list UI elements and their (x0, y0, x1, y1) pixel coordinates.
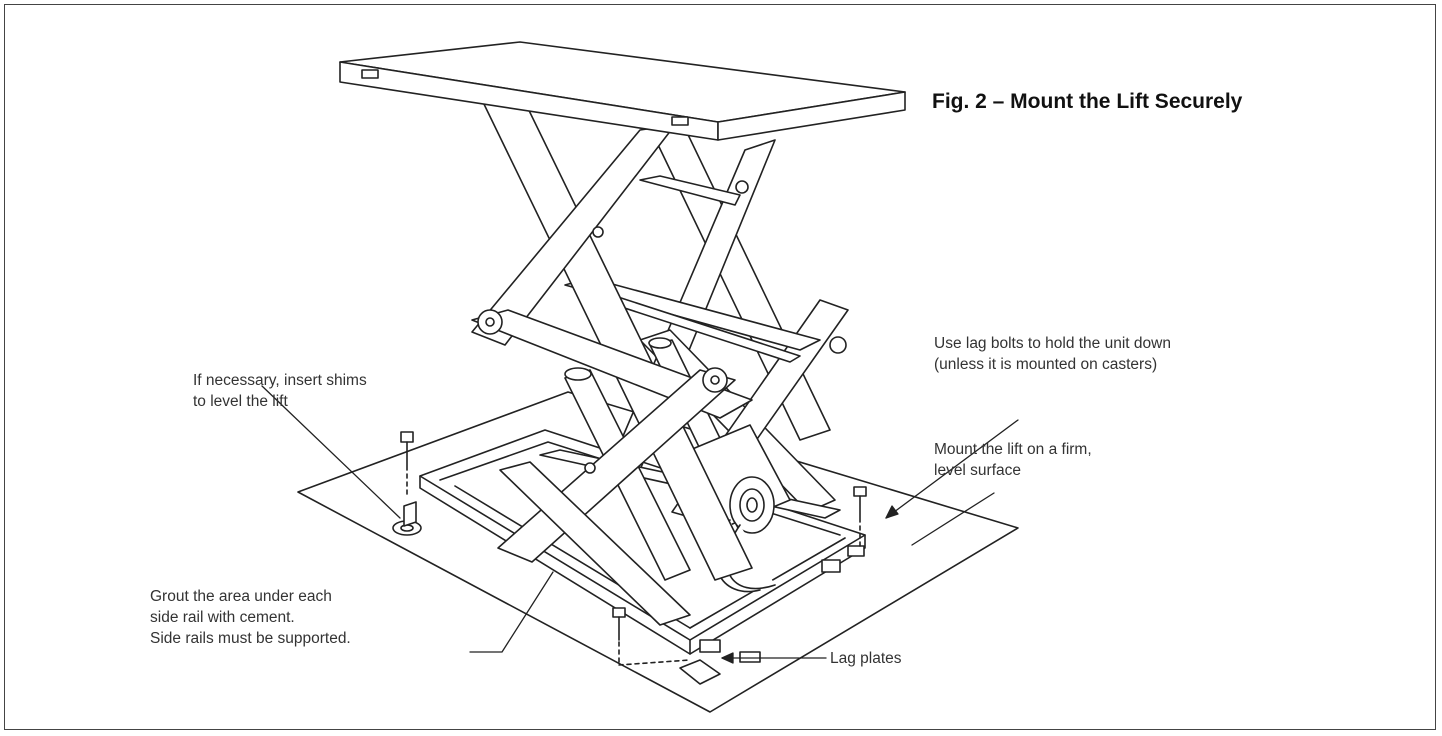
right-bolt (853, 486, 867, 549)
callout-line: Use lag bolts to hold the unit down (934, 335, 1171, 352)
lag-plates-label: Lag plates (830, 650, 902, 667)
callout-line: to level the lift (193, 393, 288, 410)
shims-callout: If necessary, insert shims to level the … (193, 370, 367, 412)
callout-line: Mount the lift on a firm, (934, 441, 1092, 458)
grout-callout: Grout the area under each side rail with… (150, 586, 351, 649)
lag-bolts-callout: Use lag bolts to hold the unit down (unl… (934, 333, 1171, 375)
top-platform (339, 41, 906, 141)
callout-line: side rail with cement. (150, 609, 295, 626)
surface-callout: Mount the lift on a firm, level surface (934, 439, 1092, 481)
callout-line: (unless it is mounted on casters) (934, 356, 1158, 373)
figure-title: Fig. 2 – Mount the Lift Securely (932, 90, 1243, 113)
left-bolt-and-shim (392, 431, 422, 536)
callout-line: Grout the area under each (150, 588, 332, 605)
front-bolt (612, 607, 691, 666)
leader-lines (261, 385, 1019, 664)
callout-line: Side rails must be supported. (150, 630, 351, 647)
pivot-pins (477, 180, 847, 474)
front-scissor-arms (471, 91, 753, 626)
callout-line: If necessary, insert shims (193, 372, 367, 389)
lag-plates (679, 545, 865, 685)
callout-line: level surface (934, 462, 1022, 479)
